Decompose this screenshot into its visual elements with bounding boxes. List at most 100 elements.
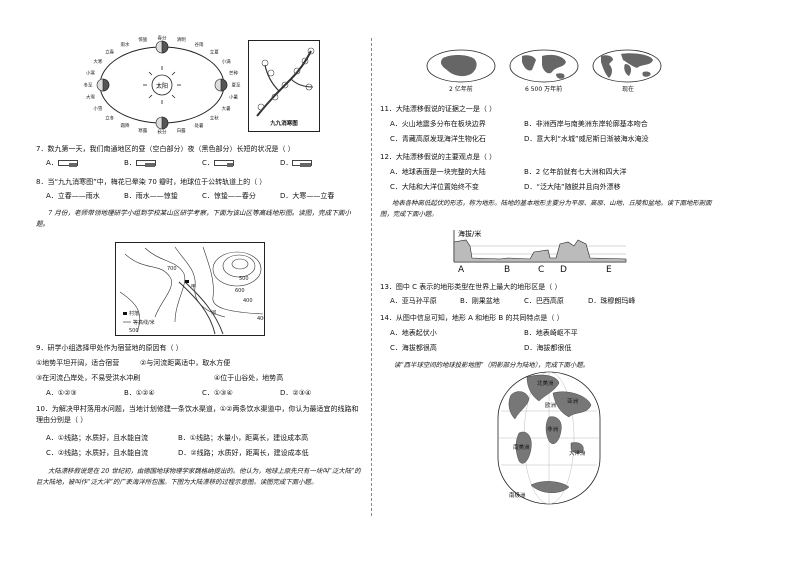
solar-term-label: 雨水 — [121, 41, 130, 48]
solar-term-label: 芒种 — [229, 69, 238, 76]
earth-left — [96, 78, 110, 92]
intro-map: 读“西半球空间的地球投影地图”（阴影部分为陆地），完成下面小题。 — [394, 361, 590, 369]
q9-line-1: ①地势平坦开阔，适合宿营 — [36, 359, 120, 367]
earth-bottom — [155, 116, 169, 130]
intro-drift: 大陆漂移假说是在 20 世纪初，由德国地球物理学家魏格纳提出的。他认为，地球上原… — [36, 467, 361, 487]
drift-globe-2 — [509, 49, 579, 83]
solar-term-label: 白露 — [177, 127, 186, 134]
q13-option-d[interactable]: D．珠穆朗玛峰 — [588, 297, 636, 305]
q8-option-d[interactable]: D．大寒——立春 — [280, 192, 335, 200]
solar-term-label: 小暑 — [229, 94, 238, 101]
q13-option-a[interactable]: A．亚马孙平原 — [390, 297, 437, 305]
relief-ylabel: 海拔/米 — [458, 229, 481, 238]
solar-term-label: 小寒 — [86, 69, 95, 76]
q7-stem: 7．数九第一天，我们南通地区的昼（空白部分）夜（黑色部分）长短的状况是（ ） — [36, 145, 295, 153]
legend-contour: 等高线/米 — [133, 319, 155, 326]
q13-stem: 13．图中 C 表示的地形类型在世界上最大的地形区是（ ） — [380, 283, 562, 291]
q8-option-a[interactable]: A．立春——雨水 — [46, 192, 100, 200]
contour-label: 600 — [235, 288, 245, 294]
intro-relief: 地表各种高低起伏的形态，称为地形。陆地的基本地形主要分为平原、高原、山地、丘陵和… — [380, 199, 712, 219]
q8-option-c[interactable]: C．惊蛰——春分 — [202, 192, 256, 200]
point-jia: 甲 — [191, 284, 196, 290]
drift-globe-3 — [592, 49, 662, 83]
relief-point-c: C — [538, 265, 544, 274]
relief-profile: 海拔/米 A B C D E — [453, 229, 627, 274]
q12-option-a[interactable]: A．地球表面是一块完整的大陆 — [390, 168, 486, 176]
q10-stem: 10．为解决甲村落用水问题，当地计划修建一条饮水渠道，①②两条饮水渠道中，你认为… — [36, 405, 359, 425]
world-projection-map: 北美洲 亚洲 欧洲 非洲 南美洲 大洋洲 南极洲 — [497, 371, 601, 505]
q14-option-a[interactable]: A．地表起伏小 — [390, 329, 437, 337]
q9-option-a[interactable]: A．①②③ — [46, 389, 77, 397]
q9-option-b[interactable]: B．①②④ — [124, 389, 155, 397]
plum-caption: 九九消寒图 — [270, 121, 298, 128]
q11-option-b[interactable]: B．非洲西岸与南美洲东岸轮廓基本吻合 — [524, 120, 648, 128]
legend-value: 500 — [129, 328, 139, 334]
q12-option-b[interactable]: B．2 亿年前就有七大洲和四大洋 — [524, 168, 627, 176]
solar-term-label: 立春 — [105, 48, 114, 55]
solar-term-label: 处暑 — [195, 122, 204, 129]
contour-label: 700 — [167, 266, 177, 272]
q10-option-b[interactable]: B．①线路；水量小，距离长，建设成本高 — [178, 434, 309, 442]
q12-option-c[interactable]: C．大陆和大洋位置始终不变 — [390, 183, 479, 191]
q14-option-c[interactable]: C．海拔都很高 — [390, 344, 437, 352]
relief-point-a: A — [458, 265, 465, 274]
q12-option-d[interactable]: D．“泛大陆”随脱并且向外漂移 — [524, 183, 621, 191]
relief-point-e: E — [606, 265, 612, 274]
sun-label: 太阳 — [156, 82, 168, 90]
q7-option-c[interactable]: C． — [202, 159, 234, 168]
contour-label: 400 — [257, 316, 265, 322]
q14-option-b[interactable]: B．地表崎岖不平 — [524, 329, 578, 337]
q13-option-b[interactable]: B．刚果盆地 — [460, 297, 500, 305]
continent-label: 北美洲 — [537, 379, 554, 387]
contour-label: 400 — [243, 298, 253, 304]
relief-point-d: D — [560, 265, 567, 274]
q7-option-a[interactable]: A． — [46, 159, 78, 168]
solar-term-label: 立冬 — [105, 115, 114, 122]
q9-line-3: ③在河流凸岸处，不易受洪水冲刷 — [36, 374, 141, 382]
solar-term-label: 秋分 — [158, 129, 167, 136]
q10-option-d[interactable]: D．②线路；水质好，距离长，建设成本低 — [178, 449, 309, 457]
q9-option-c[interactable]: C．①③④ — [202, 389, 233, 397]
continent-label: 南极洲 — [509, 491, 526, 499]
solar-term-label: 小雪 — [93, 105, 102, 112]
q11-stem: 11．大陆漂移假说的证据之一是（ ） — [380, 105, 497, 113]
plum-picture: 九九消寒图 — [248, 40, 320, 132]
q11-option-d[interactable]: D．意大利“水城”威尼斯日渐被海水淹没 — [524, 135, 649, 143]
solar-term-label: 冬至 — [84, 82, 93, 89]
continent-label: 欧洲 — [545, 401, 557, 409]
q11-option-a[interactable]: A．火山地震多分布在板块边界 — [390, 120, 486, 128]
solar-term-label: 大雪 — [86, 94, 95, 101]
q13-option-c[interactable]: C．巴西高原 — [524, 297, 564, 305]
solar-term-label: 立夏 — [210, 48, 219, 55]
solar-term-label: 夏至 — [232, 83, 241, 89]
drift-caption-2: 6 500 万年前 — [525, 86, 563, 93]
village-marker — [185, 280, 189, 283]
column-divider — [371, 38, 372, 516]
earth-right — [214, 78, 228, 92]
q9-line-4: ④位于山谷处，地势高 — [214, 374, 284, 382]
q7-option-d[interactable]: D． — [280, 159, 313, 168]
q10-option-a[interactable]: A．①线路；水质好，且水能自流 — [46, 434, 149, 442]
q9-stem: 9．研学小组选择甲处作为宿营地的原因有（ ） — [36, 344, 183, 352]
q9-line-2: ②与河流距离适中，取水方便 — [140, 359, 231, 367]
sun-icon — [143, 66, 181, 104]
contour-map: 700 600 500 400 400 甲 河 村落 等高线/米 500 — [115, 242, 265, 336]
solar-term-label: 清明 — [177, 36, 186, 43]
solar-term-label: 大暑 — [222, 105, 231, 112]
q9-option-d[interactable]: D．②③④ — [280, 389, 312, 397]
q14-stem: 14．从图中信息可知，地形 A 和地形 B 的共同特点是（ ） — [380, 314, 564, 322]
q7-options: A． B． C． D． — [46, 159, 346, 169]
q8-option-b[interactable]: B．雨水——惊蛰 — [124, 192, 178, 200]
solar-term-label: 小满 — [222, 58, 231, 65]
q11-option-c[interactable]: C．青藏高原发现海洋生物化石 — [390, 135, 486, 143]
continent-label: 南美洲 — [513, 443, 530, 451]
solar-term-label: 霜降 — [121, 122, 130, 129]
q7-option-b[interactable]: B． — [124, 159, 156, 168]
q10-option-c[interactable]: C．②线路；水质好，且水能自流 — [46, 449, 149, 457]
drift-caption-1: 2 亿年前 — [449, 86, 473, 93]
river-label: 河 — [211, 309, 216, 316]
solar-term-label: 谷雨 — [195, 41, 204, 48]
solar-term-label: 大寒 — [93, 58, 102, 65]
q14-option-d[interactable]: D．海拔都很低 — [524, 344, 572, 352]
intro-topo: 7 月份，老师带领地理研学小组到学校某山区研学考察，下面为该山区等高线地形图。读… — [36, 209, 352, 228]
